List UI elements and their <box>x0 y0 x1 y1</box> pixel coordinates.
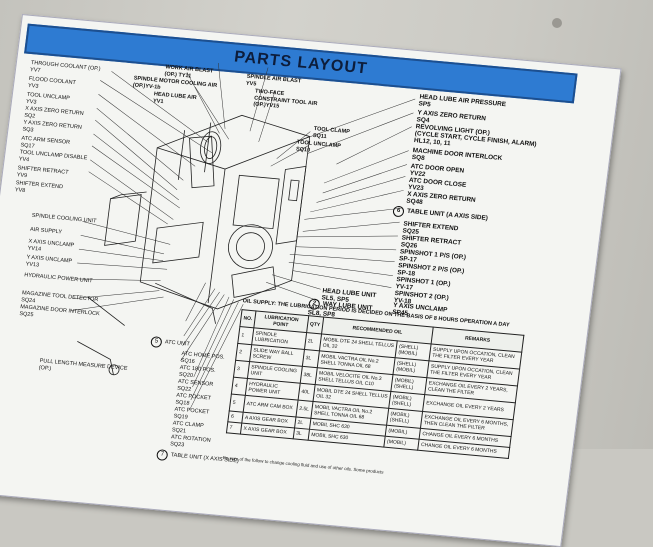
machine-drawing <box>77 114 311 376</box>
table-cell: (MOBIL) <box>383 436 420 451</box>
number-badge: 6 <box>392 205 405 218</box>
leader-lines <box>71 62 416 410</box>
number-badge: 7 <box>156 449 169 461</box>
table-cell: 7 <box>226 421 242 435</box>
oil-supply-table: NO. LUBRICATION POINT QTY RECOMMENDED OI… <box>226 309 525 459</box>
mounting-hole <box>552 18 562 28</box>
parts-layout-sign: PARTS LAYOUT <box>0 14 622 547</box>
number-badge: 5 <box>150 336 163 348</box>
table-cell: 3L <box>292 427 310 441</box>
